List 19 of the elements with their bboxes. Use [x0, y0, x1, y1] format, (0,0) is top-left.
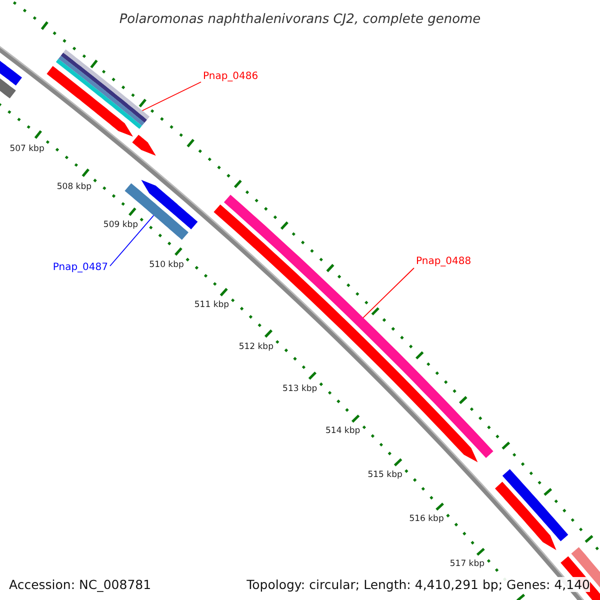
scale-label: 510 kbp	[149, 260, 184, 270]
scale-label: 512 kbp	[238, 342, 274, 352]
scale-label: 514 kbp	[326, 426, 360, 436]
gene-label: Pnap_0487	[52, 261, 108, 274]
leader-line	[110, 214, 154, 266]
scale-label: 511 kbp	[194, 300, 230, 310]
scale-label: 517 kbp	[450, 558, 485, 569]
leader-line	[142, 82, 202, 112]
scale-label: 513 kbp	[282, 384, 318, 394]
gene-label: Pnap_0486	[203, 70, 258, 83]
gene-feature-bar	[124, 183, 188, 240]
scale-label: 516 kbp	[409, 514, 444, 524]
gene-label: Pnap_0488	[416, 255, 472, 268]
scale-label: 509 kbp	[103, 220, 138, 230]
gene-feature-bar	[63, 49, 150, 120]
accession-text: Accession: NC_008781	[9, 577, 152, 592]
diagram-title: Polaromonas naphthalenivorans CJ2, complete genome	[119, 12, 481, 27]
genome-info-text: Topology: circular; Length: 4,410,291 bp; Genes: 4,140	[246, 577, 590, 592]
leader-line	[362, 268, 414, 318]
